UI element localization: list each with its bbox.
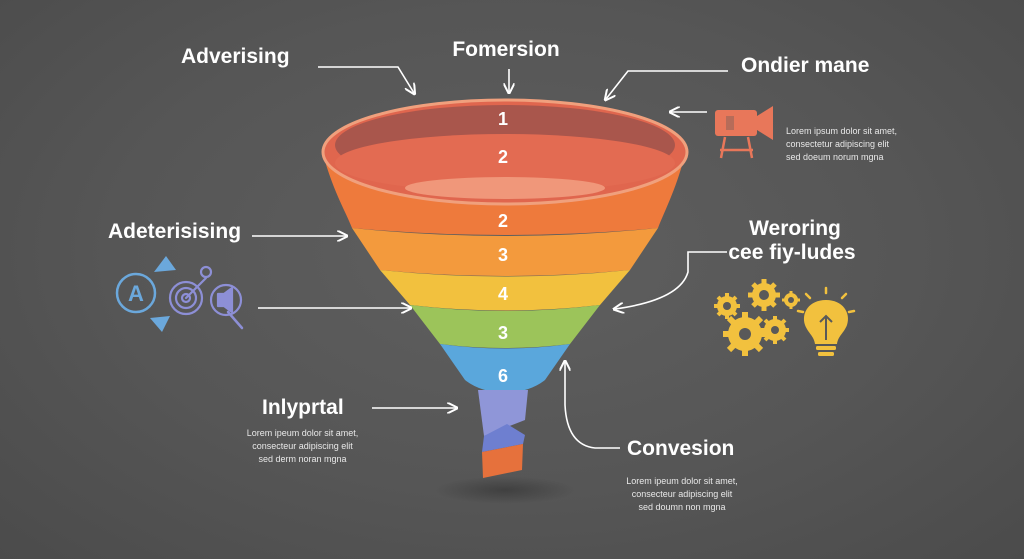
arrow-top-right [606,70,728,99]
funnel-band-light-orange [352,228,658,276]
funnel-opening [321,98,689,206]
svg-text:A: A [128,281,144,306]
label-mid-right-line2: cee fiy-ludes [728,241,856,264]
label-bottom-left: Inlyprtal [262,396,344,419]
arrow-mid-right [615,251,727,309]
stage-number-4: 3 [498,245,508,265]
funnel-spout [478,390,528,478]
label-bottom-right: Convesion [627,437,735,460]
stage-number-6: 3 [498,323,508,343]
gear-small-left [714,293,740,319]
funnel-band-yellow [380,270,630,311]
lightbulb-icon [796,286,856,356]
rim-inner-mid [335,134,675,192]
arrow-bottom-right [565,362,620,449]
spout-upper [478,390,528,436]
description-bottom-left: Lorem ipeum dolor sit amet, consecteur a… [235,427,370,466]
spout-mid [482,424,525,452]
description-bottom-left-line1: Lorem ipeum dolor sit amet, [246,428,359,438]
description-bottom-right: Lorem ipeum dolor sit amet, consecteur a… [612,475,752,514]
gear-small-right [782,291,800,309]
label-top-left: Adverising [181,45,290,68]
spout-lower [482,444,523,478]
description-bottom-right-line1: Lorem ipeum dolor sit amet, [626,476,738,486]
funnel-band-blue [440,344,570,393]
magnifier-icon [226,310,244,330]
stage-number-1: 1 [498,109,508,129]
arrow-top-left [318,66,414,93]
description-right-top: Lorem ipsum dolor sit amet, consectetur … [786,125,897,164]
gear-small-top [748,279,780,311]
label-top-center: Fomersion [452,38,560,61]
funnel-band-green [410,305,600,348]
gears-icon [714,279,800,356]
funnel-shadow [435,476,575,504]
speaker-icon [209,283,243,317]
connector-arrows [252,66,728,449]
arrow-down-icon [150,316,170,332]
label-mid-left: Adeterisising [108,220,242,243]
letter-a-circle-icon: A [115,272,157,314]
description-bottom-left-line2: consecteur adipiscing elit [252,441,353,451]
left-icon-cluster: A [115,256,244,332]
description-bottom-right-line3: sed doumn non mgna [638,502,726,512]
description-right-top-line2: consectetur adipiscing elit [786,139,890,149]
stage-number-3: 2 [498,211,508,231]
stage-number-2: 2 [498,147,508,167]
description-right-top-line1: Lorem ipsum dolor sit amet, [786,126,898,136]
description-right-top-line3: sed doeum norum mgna [786,152,884,162]
gear-small-bottom [761,316,789,344]
description-bottom-left-line3: sed derm noran mgna [258,454,347,464]
camera-icon [715,106,773,159]
arrow-up-icon [154,256,176,272]
rim-inner-light [405,177,605,199]
stage-number-7: 6 [498,366,508,386]
label-top-right: Ondier mane [741,54,870,77]
description-bottom-right-line2: consecteur adipiscing elit [631,489,733,499]
gear-large [723,312,767,356]
target-icon [168,265,213,316]
label-mid-right-line1: Weroring [749,217,841,240]
stage-number-5: 4 [498,284,508,304]
